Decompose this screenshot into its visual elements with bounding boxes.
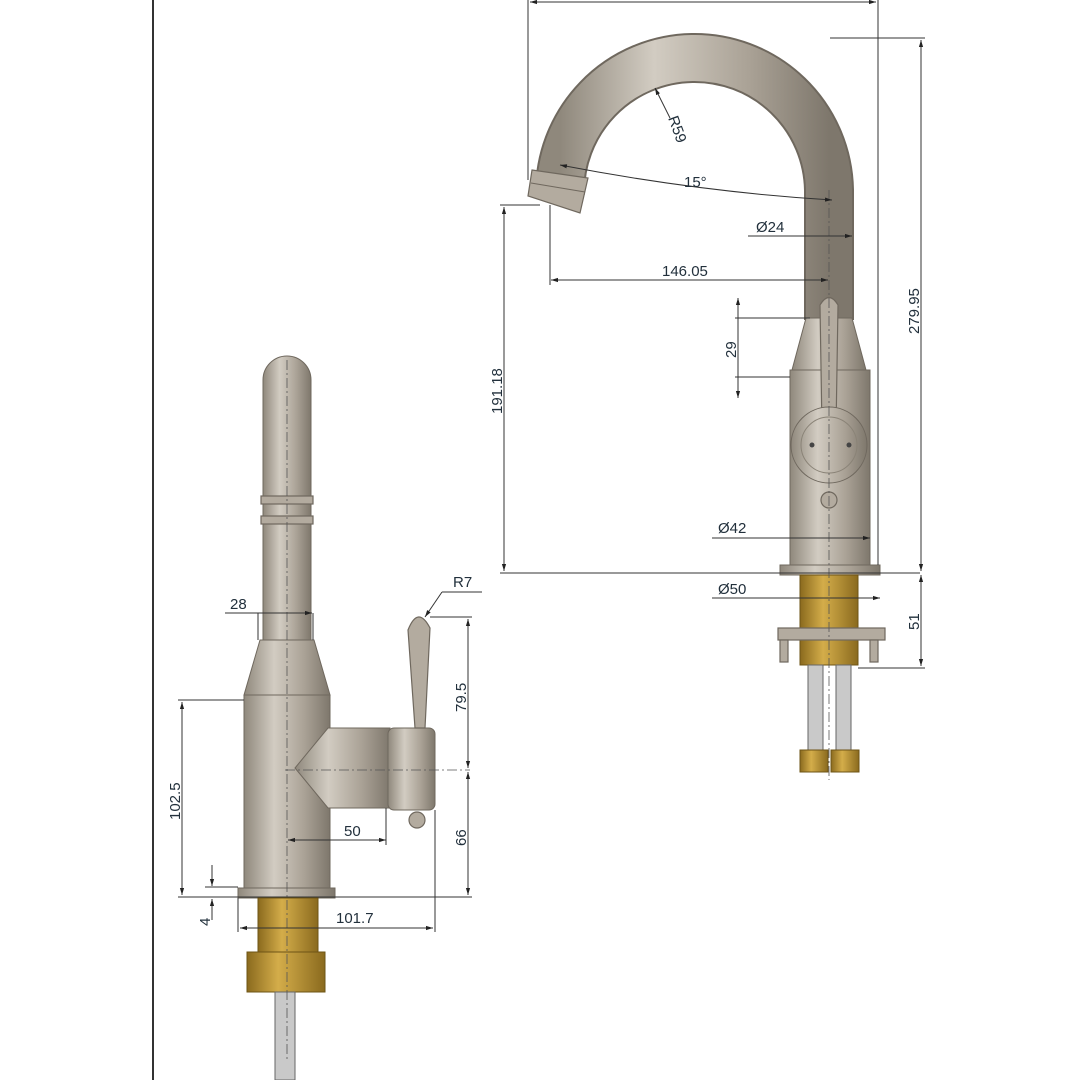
dim-lever-height: 29 — [723, 341, 740, 358]
dim-reach: 146.05 — [662, 263, 708, 280]
dim-spout-height: 191.18 — [489, 368, 506, 414]
dim-spout-diameter: Ø24 — [756, 219, 784, 236]
dim-base-diameter: Ø50 — [718, 581, 746, 598]
hose-nut — [799, 749, 829, 773]
mixer-cap — [387, 727, 436, 811]
front-hose — [274, 991, 296, 1080]
dim-tube-width: 28 — [230, 596, 247, 613]
dim-spout-angle: 15° — [684, 174, 707, 191]
dim-flange: 4 — [197, 918, 214, 926]
mounting-plate — [777, 627, 886, 641]
front-view-dimensions: R7 28 79.5 102.5 50 66 4 101.7 — [167, 574, 482, 932]
dim-total-height: 279.95 — [906, 288, 923, 334]
dim-body-diameter: Ø42 — [718, 520, 746, 537]
front-nut — [246, 951, 326, 993]
spout-tube — [536, 35, 852, 320]
dim-body-height: 102.5 — [167, 782, 184, 820]
front-thread — [257, 897, 319, 955]
dim-depth: 101.7 — [336, 910, 374, 927]
dim-lever-radius: R7 — [453, 574, 472, 591]
front-lever — [407, 616, 431, 729]
side-view-dimensions: R59 15° Ø24 146.05 29 191.18 279.95 Ø42 … — [489, 0, 925, 669]
faucet-side-view — [527, 33, 886, 780]
dim-spout-radius: R59 — [664, 114, 689, 146]
hose — [807, 664, 824, 752]
faucet-front-view — [237, 355, 470, 1080]
dim-arm-length: 50 — [344, 823, 361, 840]
mixer-arm — [294, 727, 391, 809]
hose — [835, 664, 852, 752]
hose-nut — [830, 749, 860, 773]
dim-arm-height: 66 — [453, 829, 470, 846]
dim-lever-top: 79.5 — [453, 683, 470, 712]
dim-thread-length: 51 — [906, 613, 923, 630]
front-lever-knob — [408, 811, 426, 829]
